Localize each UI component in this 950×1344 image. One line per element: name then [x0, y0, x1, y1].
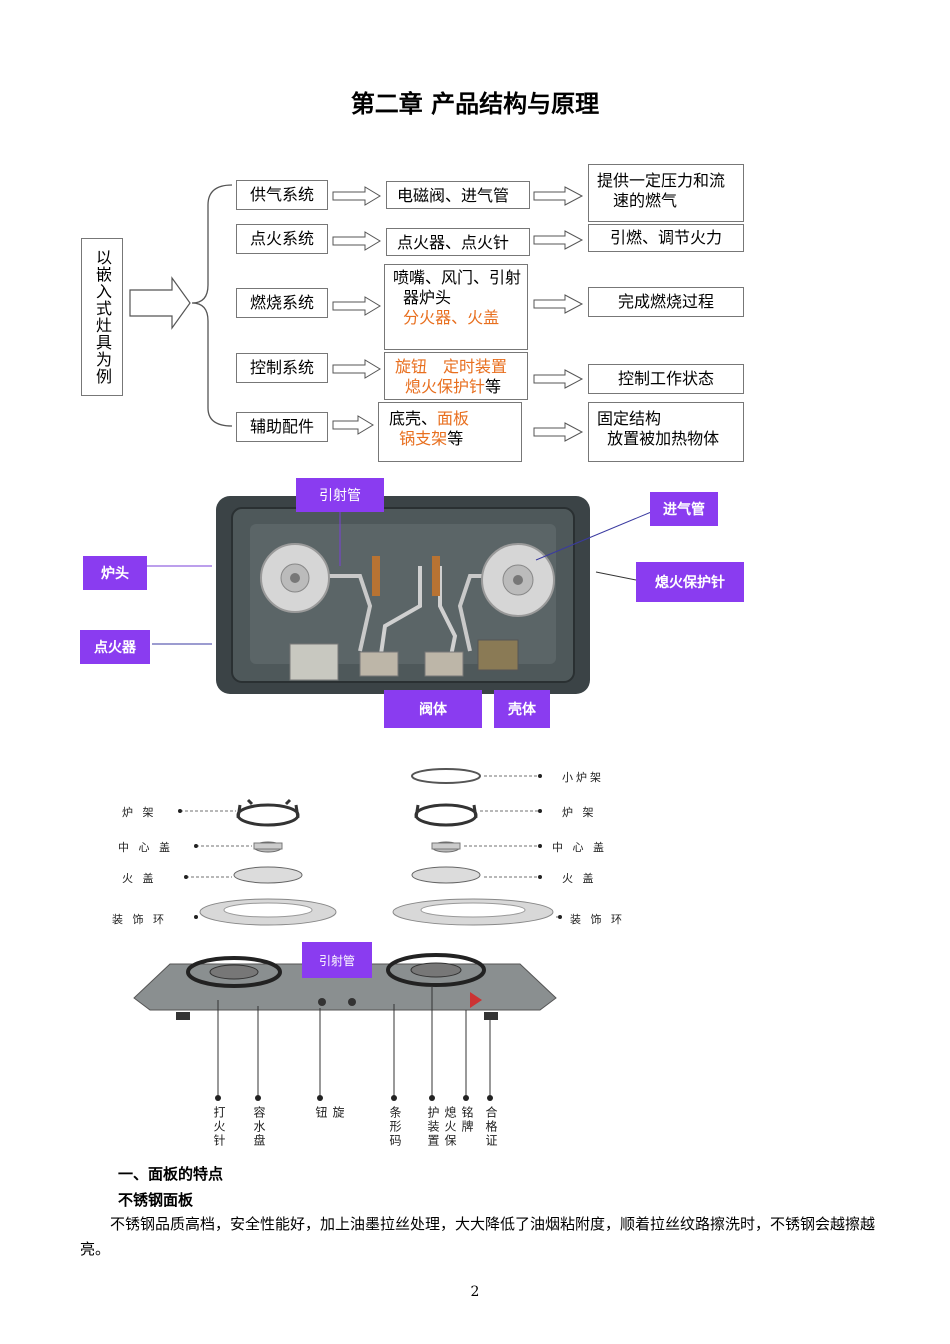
label-igniter: 点火器 [80, 630, 150, 664]
parts-text-highlight: 锅支架 [389, 429, 448, 448]
parts-line: 电磁阀、进气管 [397, 186, 529, 206]
result-line: 速的燃气 [613, 191, 678, 210]
label-barcode: 条形码 [388, 1106, 402, 1148]
parts-text-highlight: 旋钮 定时装置 [395, 357, 508, 376]
root-box: 以嵌入式灶具为例 [81, 238, 123, 396]
parts-text: 器炉头 [403, 288, 452, 307]
parts-text: 底壳、 [389, 409, 438, 428]
system-arrows [332, 186, 381, 435]
parts-line: 器炉头 [393, 288, 527, 308]
parts-box-ignition: 点火器、点火针 [386, 228, 530, 256]
parts-line: 熄火保护针等 [395, 377, 527, 397]
label-right-grate: 炉 架 [562, 806, 597, 819]
label-right-small-grate: 小炉架 [562, 771, 604, 784]
system-label: 点火系统 [249, 229, 314, 248]
label-igniter-pin: 打火针 [212, 1106, 226, 1148]
label-drip-tray: 容水盘 [252, 1106, 266, 1148]
root-arrow [129, 276, 191, 330]
label-left-center-cap: 中 心 盖 [118, 841, 173, 854]
root-label: 以嵌入式灶具为例 [93, 249, 112, 385]
system-label: 燃烧系统 [249, 293, 314, 312]
right-parts [392, 768, 554, 926]
parts-line: 喷嘴、风门、引射 [393, 268, 527, 288]
system-label: 控制系统 [249, 358, 314, 377]
parts-line: 旋钮 定时装置 [395, 357, 527, 377]
igniter-box [289, 643, 339, 681]
burner-left [260, 543, 330, 613]
label-flameout-pin: 熄火保护针 [636, 562, 744, 602]
page-title: 第二章 产品结构与原理 [350, 90, 600, 118]
result-box-gas: 提供一定压力和流 速的燃气 [588, 164, 744, 222]
parts-line: 分火器、火盖 [393, 308, 527, 328]
system-box-combustion: 燃烧系统 [236, 288, 328, 318]
result-box-control: 控制工作状态 [588, 364, 744, 394]
parts-text: 电磁阀、进气管 [397, 186, 510, 205]
parts-text: 喷嘴、风门、引射 [393, 268, 522, 287]
label-right-fire-cap: 火 盖 [562, 872, 597, 885]
stove-interior-illustration [147, 496, 657, 694]
label-inlet-pipe: 进气管 [650, 492, 718, 526]
parts-text-highlight: 面板 [437, 409, 470, 428]
system-box-gas: 供气系统 [236, 180, 328, 210]
label-valve-body: 阀体 [384, 690, 482, 728]
parts-line: 底壳、面板 [389, 409, 521, 429]
label-shell: 壳体 [494, 690, 550, 728]
result-box-accessory: 固定结构 放置被加热物体 [588, 402, 744, 462]
result-line: 控制工作状态 [617, 369, 714, 388]
label-right-center-cap: 中 心 盖 [552, 841, 607, 854]
label-knob: 旋 钮 [314, 1106, 345, 1148]
burner-right [481, 543, 555, 617]
label-certificate: 合格证 [484, 1106, 498, 1148]
label-flameout-device: 熄火保护装置 [426, 1106, 457, 1148]
system-box-accessory: 辅助配件 [236, 412, 328, 442]
exploded-view-illustration [133, 768, 562, 1101]
result-line: 放置被加热物体 [597, 429, 720, 448]
diagram-connectors [129, 184, 584, 442]
result-line: 提供一定压力和流 [597, 171, 726, 190]
parts-text: 等 [485, 377, 502, 396]
parts-line: 点火器、点火针 [397, 233, 529, 253]
stove-interior-figure: 引射管 进气管 炉头 熄火保护针 点火器 阀体 壳体 [0, 476, 950, 736]
result-line: 完成燃烧过程 [617, 292, 714, 311]
label-right-trim-ring: 装 饰 环 [570, 913, 625, 926]
left-parts [199, 798, 337, 926]
system-box-ignition: 点火系统 [236, 224, 328, 254]
parts-box-accessory: 底壳、面板 锅支架等 [378, 402, 522, 462]
cooktop [133, 953, 557, 1020]
exploded-view-figure: 炉 架 中 心 盖 火 盖 装 饰 环 小炉架 炉 架 中 心 盖 火 盖 装 … [0, 760, 950, 1150]
label-yinshe-pipe-2: 引射管 [302, 942, 372, 978]
sub-heading: 不锈钢面板 [118, 1191, 194, 1209]
label-yinshe-pipe: 引射管 [296, 478, 384, 512]
parts-text-highlight: 分火器、火盖 [393, 308, 500, 327]
label-burner-head: 炉头 [83, 556, 147, 590]
system-label: 供气系统 [249, 185, 314, 204]
parts-line: 锅支架等 [389, 429, 521, 449]
brace [191, 184, 233, 427]
parts-box-control: 旋钮 定时装置 熄火保护针等 [384, 352, 528, 400]
parts-box-gas: 电磁阀、进气管 [386, 181, 530, 209]
parts-text-highlight: 熄火保护针 [405, 377, 486, 396]
structure-diagram: 以嵌入式灶具为例 供气系统 点火系统 燃烧系统 控制系统 辅助配件 电磁阀、进气… [0, 0, 950, 470]
result-box-combustion: 完成燃烧过程 [588, 287, 744, 317]
system-label: 辅助配件 [249, 417, 314, 436]
label-nameplate: 铭牌 [460, 1106, 474, 1134]
result-line: 引燃、调节火力 [609, 228, 722, 247]
parts-text: 等 [447, 429, 464, 448]
label-left-fire-cap: 火 盖 [122, 872, 157, 885]
body-paragraph: 不锈钢品质高档，安全性能好，加上油墨拉丝处理，大大降低了油烟粘附度，顺着拉丝纹路… [80, 1215, 876, 1258]
system-box-control: 控制系统 [236, 353, 328, 383]
result-arrows [533, 186, 584, 442]
result-box-ignition: 引燃、调节火力 [588, 224, 744, 252]
result-line: 固定结构 [597, 409, 662, 428]
parts-box-combustion: 喷嘴、风门、引射 器炉头 分火器、火盖 [384, 264, 528, 350]
parts-text: 点火器、点火针 [397, 233, 510, 252]
label-left-trim-ring: 装 饰 环 [112, 913, 167, 926]
section-heading: 一、面板的特点 [118, 1165, 224, 1183]
page-number: 2 [470, 1284, 480, 1300]
label-left-grate: 炉 架 [122, 806, 157, 819]
